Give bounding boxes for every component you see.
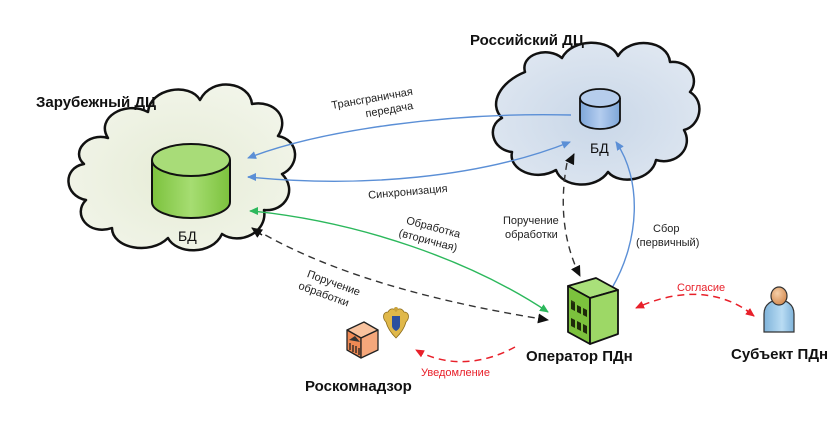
operator-building-icon[interactable] bbox=[567, 277, 619, 345]
edge-order-russian-arrow bbox=[565, 153, 575, 166]
edge-cross-border bbox=[247, 113, 572, 159]
russian-db-icon[interactable] bbox=[579, 88, 621, 130]
subject-title: Субъект ПДн bbox=[731, 346, 828, 363]
edge-sync bbox=[247, 141, 571, 182]
edge-consent bbox=[635, 293, 753, 315]
russian-db-label: БД bbox=[590, 140, 609, 156]
label-order-russian-1: Поручение bbox=[503, 215, 559, 227]
subject-person-icon[interactable] bbox=[763, 286, 795, 333]
foreign-db-label: БД bbox=[178, 228, 197, 244]
label-notification: Уведомление bbox=[421, 367, 490, 379]
label-collection-1: Сбор bbox=[653, 223, 679, 235]
label-consent: Согласие bbox=[677, 282, 725, 294]
edge-order-foreign bbox=[254, 228, 549, 324]
edge-consent-arrow-subject bbox=[745, 308, 755, 317]
label-order-russian-2: обработки bbox=[505, 229, 558, 241]
coat-of-arms-icon bbox=[383, 307, 409, 339]
edge-collection-primary bbox=[611, 141, 636, 289]
label-sync: Синхронизация bbox=[368, 183, 448, 202]
foreign-dc-title: Зарубежный ДЦ bbox=[36, 94, 156, 111]
label-collection-2: (первичный) bbox=[636, 237, 699, 249]
edge-processing-secondary bbox=[251, 210, 549, 313]
edge-order-foreign-arrow bbox=[251, 227, 264, 238]
operator-title: Оператор ПДн bbox=[526, 348, 633, 365]
edge-notification bbox=[415, 346, 516, 363]
foreign-db-icon[interactable] bbox=[151, 143, 231, 219]
edge-order-russian bbox=[562, 162, 581, 277]
russian-dc-title: Российский ДЦ bbox=[470, 32, 584, 49]
regulator-title: Роскомнадзор bbox=[305, 378, 412, 395]
regulator-building-icon[interactable] bbox=[346, 321, 379, 359]
